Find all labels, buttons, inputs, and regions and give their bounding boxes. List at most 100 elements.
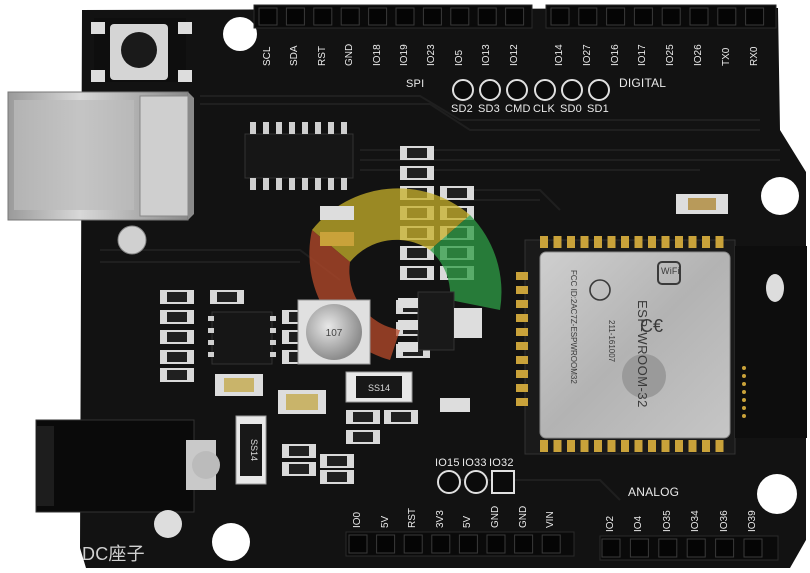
sd-pad[interactable] [479, 79, 501, 101]
dc-barrel-jack [35, 419, 220, 538]
top-pin-label: IO27 [581, 44, 593, 66]
gpio-pad[interactable] [491, 470, 515, 494]
module-fcc: FCC ID:2AC7Z-ESPWROOM32 [569, 270, 578, 384]
gpio-pad[interactable] [464, 470, 488, 494]
analog-pin-label: IO34 [690, 510, 702, 532]
header-pin[interactable] [313, 7, 333, 26]
header-pin[interactable] [348, 534, 368, 554]
power-pin-label: RST [407, 508, 419, 528]
mosfet-chip [208, 311, 276, 365]
header-pin[interactable] [422, 7, 442, 26]
power-pin-label: 5V [379, 515, 391, 528]
sd-pad[interactable] [561, 79, 583, 101]
header-pin[interactable] [745, 7, 765, 26]
header-pin[interactable] [717, 7, 737, 26]
top-pin-label: TX0 [720, 47, 732, 66]
power-pin-label: IO0 [352, 511, 363, 528]
header-pin[interactable] [376, 534, 396, 554]
top-pin-label: IO14 [554, 44, 565, 66]
top-pin-label: IO16 [609, 44, 621, 66]
cap-marking: 107 [326, 328, 343, 339]
header-pin[interactable] [541, 534, 561, 554]
sd-pin-label: SD0 [560, 103, 582, 115]
sd-pin-label: SD2 [451, 103, 473, 115]
header-pin[interactable] [340, 7, 360, 26]
sd-pin-label: CLK [533, 103, 555, 115]
top-pin-label: IO13 [481, 44, 493, 66]
header-pin[interactable] [661, 7, 681, 26]
gold-pads [742, 366, 746, 418]
header-pin[interactable] [715, 538, 735, 558]
top-pin-label: IO26 [693, 44, 704, 66]
header-pin[interactable] [505, 7, 525, 26]
header-pin[interactable] [578, 7, 598, 26]
header-pin[interactable] [403, 534, 423, 554]
header-pin[interactable] [686, 538, 706, 558]
header-pin[interactable] [458, 534, 478, 554]
header-pin[interactable] [431, 534, 451, 554]
gpio-pad[interactable] [437, 470, 461, 494]
mid-pins [437, 470, 515, 494]
bottom-header-pins [348, 534, 763, 558]
top-pin-label: IO23 [426, 44, 438, 66]
reset-button[interactable] [91, 18, 192, 82]
analog-pin-label: IO39 [747, 510, 758, 532]
analog-pin-label: IO35 [661, 510, 673, 532]
diode-marking-a: SS14 [368, 383, 390, 393]
sd-pad[interactable] [452, 79, 474, 101]
header-pin[interactable] [550, 7, 570, 26]
header-pin[interactable] [689, 7, 709, 26]
wifi-logo: WiFi [661, 266, 680, 276]
header-pin[interactable] [658, 538, 678, 558]
module-code: 211-161007 [607, 320, 616, 363]
header-pin[interactable] [450, 7, 470, 26]
analog-label: ANALOG [628, 485, 680, 499]
header-pin[interactable] [606, 7, 626, 26]
header-pin[interactable] [743, 538, 763, 558]
voltage-regulator [398, 291, 482, 352]
top-pin-label: RST [316, 46, 328, 66]
header-pin[interactable] [395, 7, 415, 26]
diode-ss14-a: SS14 [345, 371, 413, 403]
sd-pad[interactable] [588, 79, 610, 101]
sd-pin-label: SD1 [587, 103, 609, 115]
sd-pad[interactable] [534, 79, 556, 101]
sd-pins [452, 79, 610, 101]
power-pin-label: 3V3 [434, 510, 446, 528]
header-pin[interactable] [601, 538, 621, 558]
esp32-module: C€ [516, 236, 807, 455]
spi-label: SPI [406, 78, 425, 90]
misc-smd [215, 194, 728, 414]
mid-pin-label: IO15 [435, 457, 460, 469]
analog-pin-label: IO4 [633, 515, 645, 532]
header-pin[interactable] [258, 7, 278, 26]
header-pin[interactable] [514, 534, 534, 554]
top-pin-label: IO12 [508, 44, 520, 66]
header-pin[interactable] [285, 7, 305, 26]
header-pin[interactable] [486, 534, 506, 554]
header-pin[interactable] [477, 7, 497, 26]
diode-marking-b: SS14 [249, 439, 259, 461]
top-pin-label: IO19 [399, 44, 410, 66]
power-pin-label: GND [517, 505, 529, 528]
mounting-holes [212, 17, 799, 561]
header-pin[interactable] [633, 7, 653, 26]
header-pin[interactable] [629, 538, 649, 558]
sd-pad[interactable] [506, 79, 528, 101]
top-pin-label: SCL [262, 46, 273, 66]
usb-serial-chip [244, 122, 354, 190]
module-name: ESP-WROOM-32 [635, 300, 650, 408]
top-pin-label: SDA [289, 45, 301, 66]
power-pin-label: VIN [545, 511, 557, 528]
power-pin-label: 5V [462, 515, 474, 528]
header-pin[interactable] [368, 7, 388, 26]
sd-pin-label: SD3 [478, 103, 500, 115]
mid-pin-label: IO33 [462, 457, 487, 469]
diode-ss14-b: SS14 [235, 415, 267, 485]
mid-pin-label: IO32 [489, 457, 514, 469]
analog-pin-label: IO36 [718, 510, 730, 532]
digital-label: DIGITAL [619, 76, 667, 90]
top-pin-label: IO17 [637, 44, 649, 66]
top-pin-label: GND [344, 43, 356, 66]
